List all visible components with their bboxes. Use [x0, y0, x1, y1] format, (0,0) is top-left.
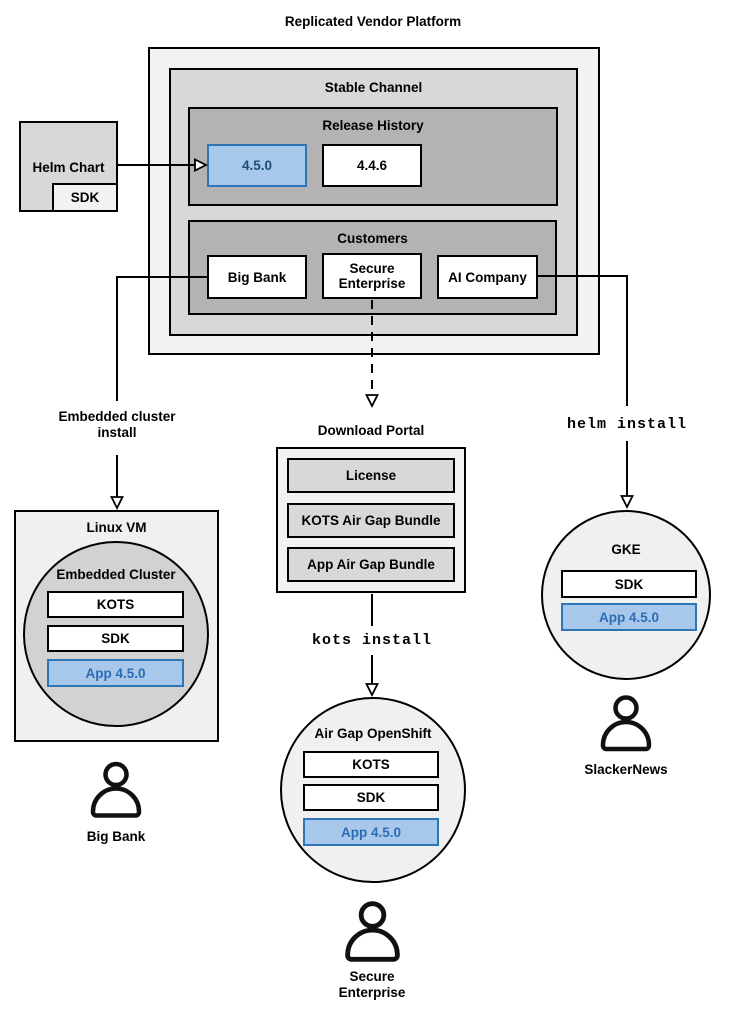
customer-big-bank: Big Bank: [207, 255, 307, 299]
vm-app-box: App 4.5.0: [47, 659, 184, 687]
portal-kots-air-gap-bundle-box: KOTS Air Gap Bundle: [287, 503, 455, 538]
user-icon-secure-enterprise: [345, 901, 400, 962]
helm-chart-sdk-box: SDK: [52, 183, 118, 212]
customer-secure-enterprise: Secure Enterprise: [322, 253, 422, 299]
airgap-kots-box: KOTS: [303, 751, 439, 778]
portal-license-box: License: [287, 458, 455, 493]
helm-install-label: helm install: [566, 416, 688, 433]
vm-kots-box: KOTS: [47, 591, 184, 618]
diagram-title: Replicated Vendor Platform: [284, 14, 462, 29]
portal-app-air-gap-bundle-box: App Air Gap Bundle: [287, 547, 455, 582]
user-label-big-bank: Big Bank: [86, 829, 146, 844]
embedded-cluster-label: Embedded Cluster: [56, 567, 176, 582]
linux-vm-label: Linux VM: [86, 520, 147, 535]
user-icon-slackernews: [600, 695, 652, 752]
helm-chart-label: Helm Chart: [32, 160, 105, 175]
user-label-slackernews: SlackerNews: [584, 762, 668, 777]
airgap-sdk-box: SDK: [303, 784, 439, 811]
embedded-cluster-install-label: Embedded cluster install: [58, 409, 176, 440]
customers-label: Customers: [337, 231, 408, 246]
gke-app-box: App 4.5.0: [561, 603, 697, 631]
release-history-label: Release History: [322, 118, 424, 133]
user-label-secure-enterprise: Secure Enterprise: [338, 969, 406, 1000]
stable-channel-label: Stable Channel: [324, 80, 423, 95]
kots-install-label: kots install: [311, 632, 433, 649]
gke-sdk-box: SDK: [561, 570, 697, 598]
release-4-4-6: 4.4.6: [322, 144, 422, 187]
air-gap-openshift-label: Air Gap OpenShift: [314, 726, 432, 741]
gke-label: GKE: [611, 542, 641, 557]
airgap-app-box: App 4.5.0: [303, 818, 439, 846]
user-icon-big-bank: [90, 761, 142, 818]
customer-ai-company: AI Company: [437, 255, 538, 299]
release-4-5-0: 4.5.0: [207, 144, 307, 187]
vm-sdk-box: SDK: [47, 625, 184, 652]
download-portal-title: Download Portal: [317, 423, 425, 438]
